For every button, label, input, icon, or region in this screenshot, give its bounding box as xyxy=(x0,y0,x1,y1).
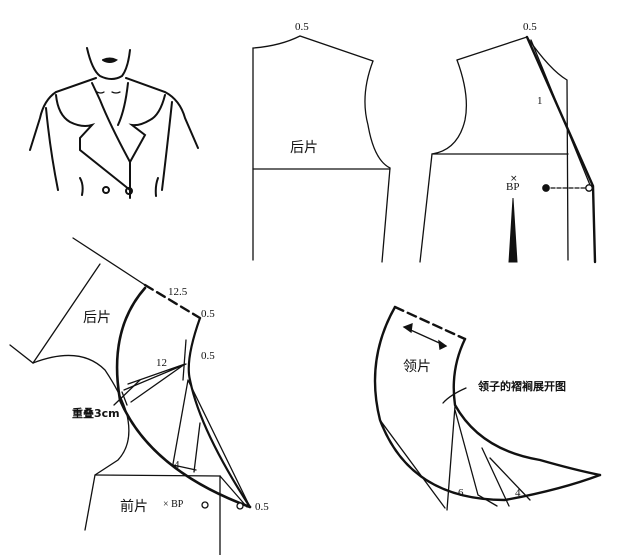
back-neck-label: 0.5 xyxy=(295,21,309,33)
spread-4-label: 4 xyxy=(515,487,521,499)
collar-back-piece-label: 后片 xyxy=(83,310,111,326)
spread-6-label: 6 xyxy=(458,487,464,499)
mark-4-label: 4 xyxy=(174,459,180,471)
front-piece-label: 前片 xyxy=(120,499,148,515)
collar-length-label: 12.5 xyxy=(168,286,188,298)
back-bodice xyxy=(252,35,391,263)
spread-caption-label: 领子的褶裥展开图 xyxy=(478,380,566,393)
segment-12-label: 12 xyxy=(156,357,167,369)
collar-spread xyxy=(373,305,602,511)
bp-label-bottom: × BP xyxy=(163,499,184,510)
lapel-mark-label: 1 xyxy=(537,95,543,107)
collar-piece-label: 领片 xyxy=(403,359,431,375)
front-offset-label: 0.5 xyxy=(255,501,269,513)
front-neck-label: 0.5 xyxy=(523,21,537,33)
overlap-label: 重叠3cm xyxy=(72,407,120,420)
bp-label-top: BP xyxy=(506,181,520,193)
jacket-illustration xyxy=(29,47,199,199)
bp-x-mark: × xyxy=(510,174,518,184)
back-piece-label: 后片 xyxy=(290,140,318,156)
collar-offset-mid-label: 0.5 xyxy=(201,350,215,362)
collar-draft xyxy=(9,237,252,555)
front-bodice xyxy=(419,35,597,264)
collar-offset-top-label: 0.5 xyxy=(201,308,215,320)
